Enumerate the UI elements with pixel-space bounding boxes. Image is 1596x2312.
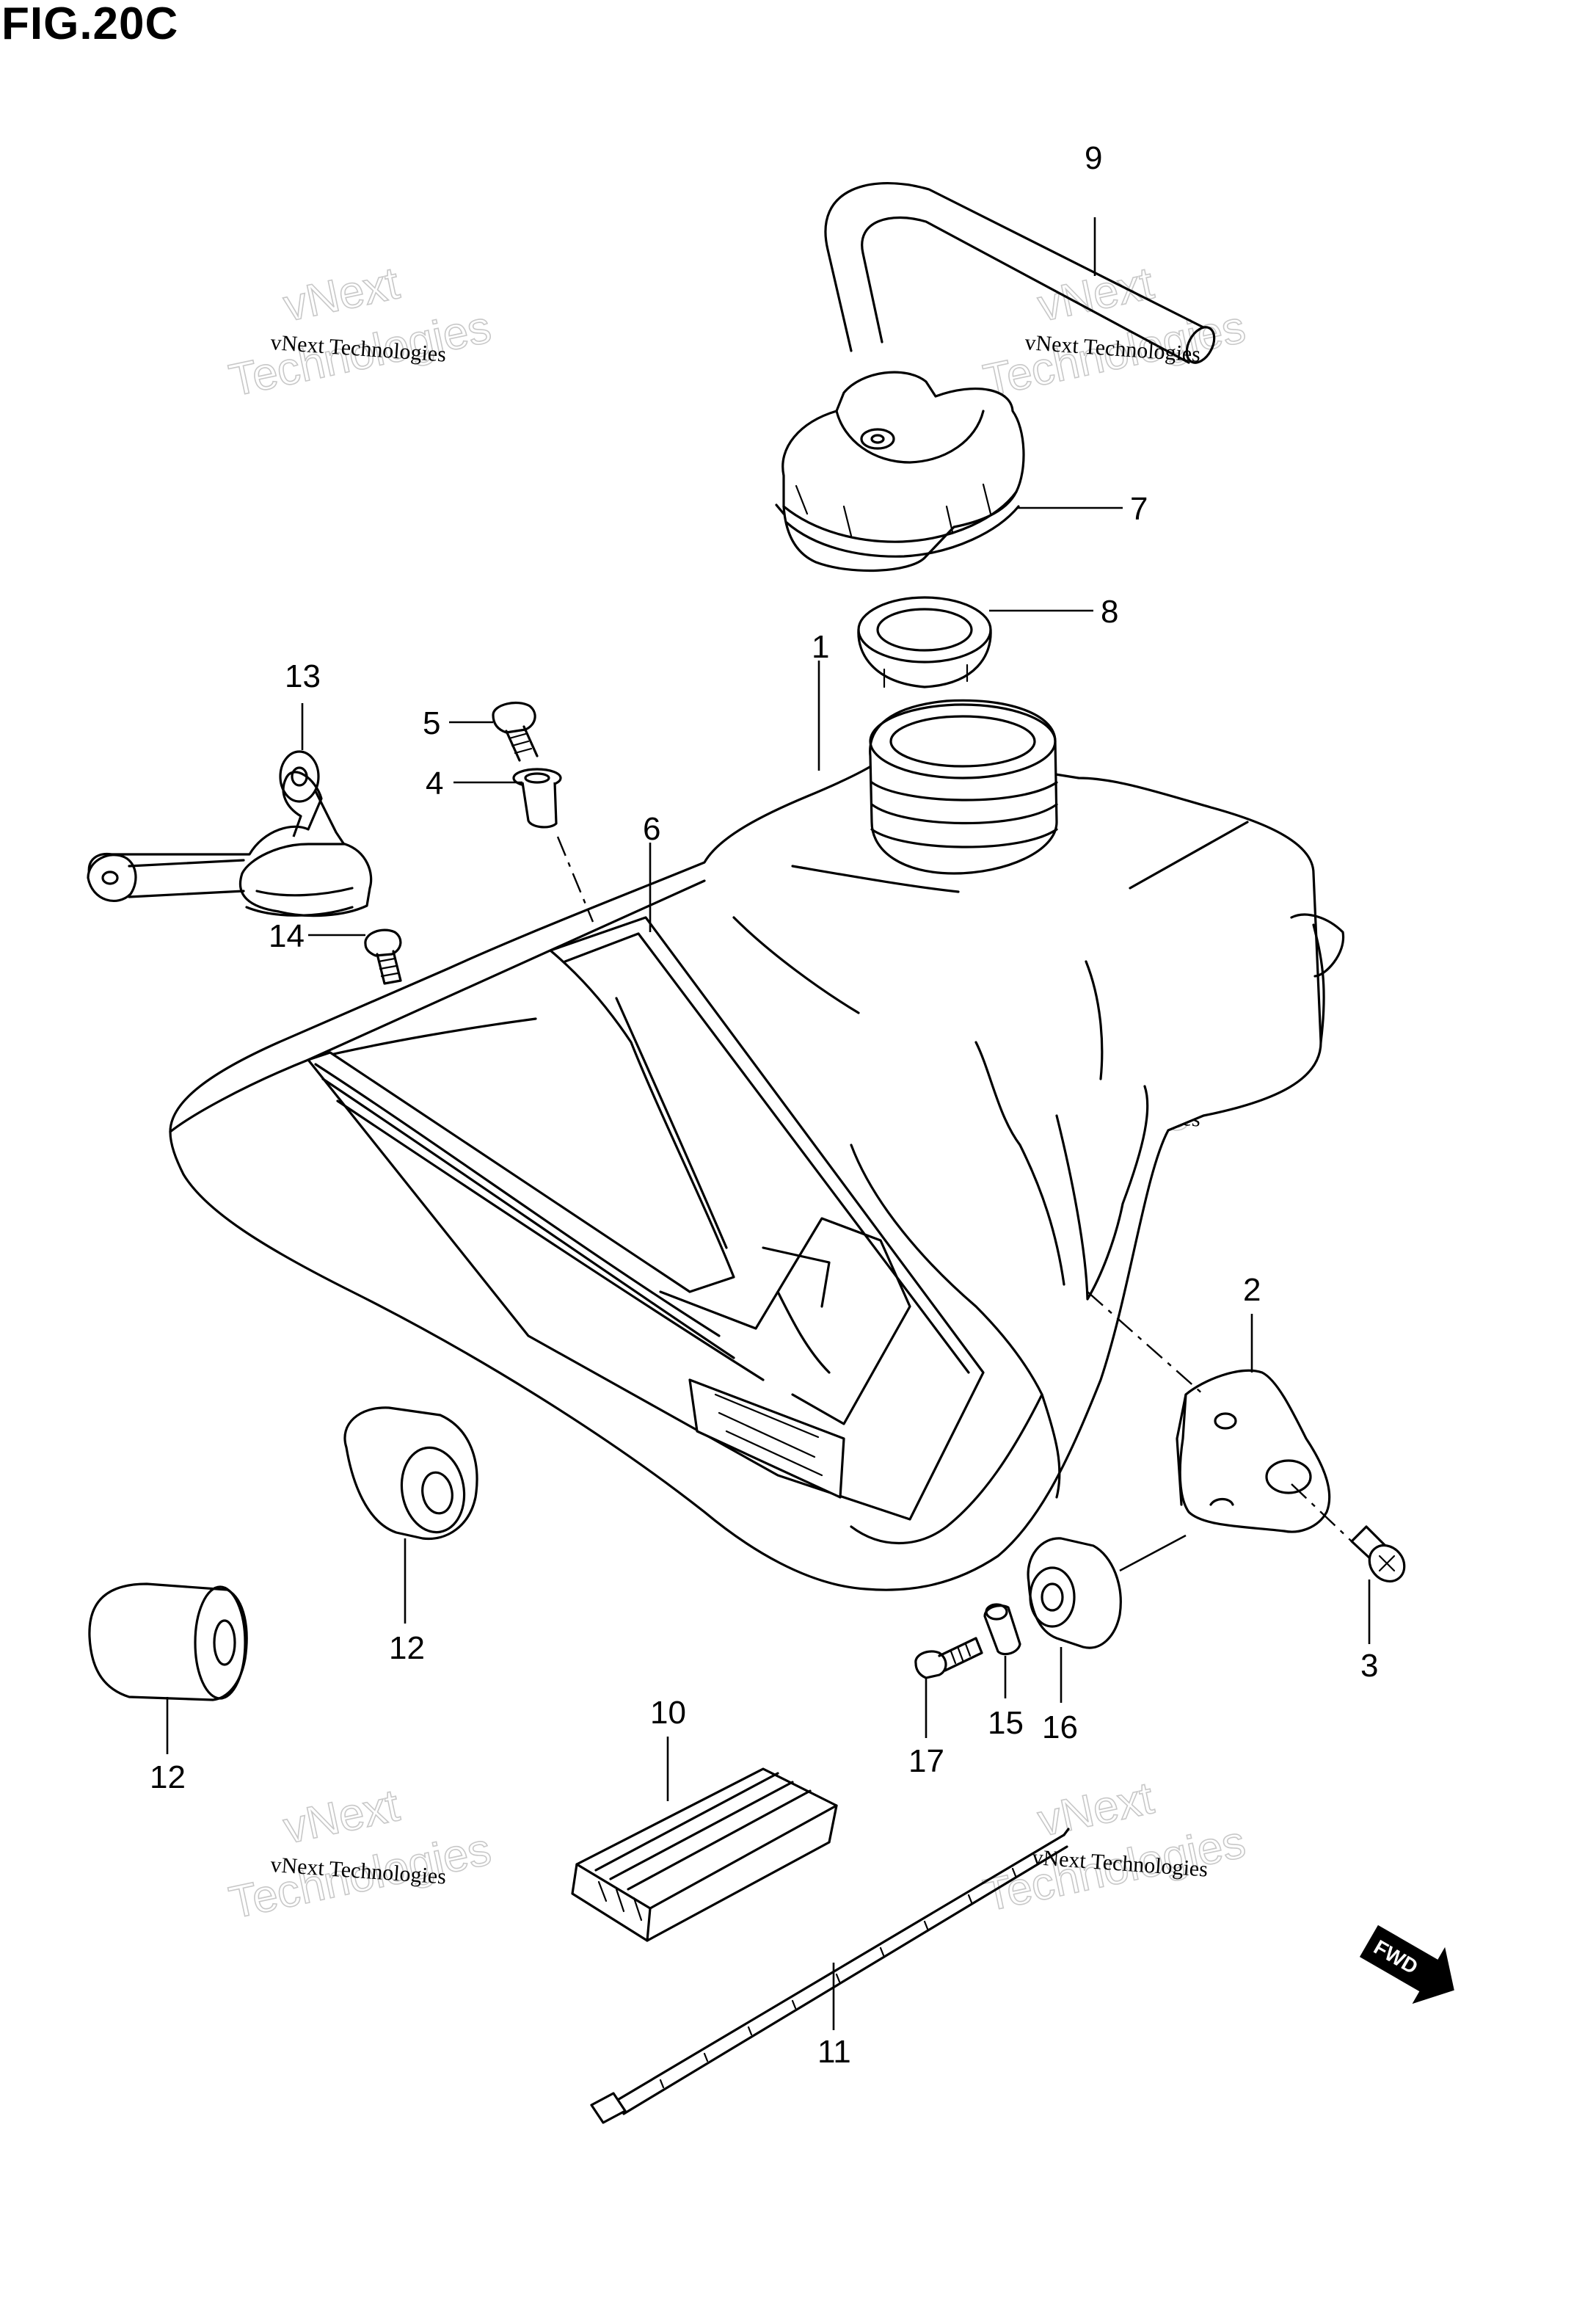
callout-1: 1 bbox=[812, 629, 829, 665]
callout-12-upper: 12 bbox=[389, 1630, 425, 1666]
callout-17: 17 bbox=[908, 1743, 944, 1779]
callout-5: 5 bbox=[423, 705, 440, 741]
part-17-bolt bbox=[914, 1637, 983, 1679]
part-3-bolt bbox=[1350, 1525, 1406, 1583]
forward-arrow-icon: FWD bbox=[1359, 1924, 1454, 2004]
damper-axis-line bbox=[1119, 1534, 1187, 1572]
watermark-large-vnext: vNext bbox=[1034, 1773, 1158, 1846]
part-16-damper bbox=[1027, 1537, 1122, 1649]
callout-3: 3 bbox=[1360, 1648, 1378, 1684]
watermark-top-right: vNext Technologies vNext Technologies bbox=[979, 257, 1250, 407]
part-2-rear-bracket bbox=[1176, 1369, 1331, 1533]
part-4-collar bbox=[512, 768, 562, 829]
part-9-breather-hose bbox=[824, 181, 1216, 364]
part-14-screw bbox=[364, 928, 402, 985]
watermark-bottom-left: vNext Technologies vNext Technologies bbox=[225, 1779, 496, 1929]
part-12-cushion-upper bbox=[343, 1406, 478, 1541]
callout-4: 4 bbox=[426, 766, 443, 801]
part-5-screw bbox=[492, 701, 539, 762]
callout-10: 10 bbox=[650, 1695, 686, 1731]
figure-title: FIG.20C bbox=[1, 0, 179, 49]
part-11-cable-tie bbox=[590, 1828, 1070, 2124]
watermark-top-left: vNext Technologies vNext Technologies bbox=[225, 257, 496, 407]
leader-lines bbox=[166, 217, 1371, 2030]
callout-6: 6 bbox=[643, 811, 660, 847]
part-6-tank-emblem bbox=[307, 916, 985, 1521]
callout-11: 11 bbox=[817, 2034, 851, 2070]
part-8-cap-gasket bbox=[857, 596, 992, 688]
callout-13: 13 bbox=[285, 658, 321, 694]
callout-15: 15 bbox=[988, 1705, 1024, 1741]
part-10-pad bbox=[571, 1767, 838, 1942]
part-7-fuel-cap bbox=[775, 371, 1025, 572]
callout-12-lower: 12 bbox=[150, 1759, 186, 1795]
watermark-large-vnext: vNext bbox=[280, 1780, 404, 1853]
callout-numbers: 9 7 8 1 13 5 4 6 14 2 3 16 15 17 12 12 1… bbox=[150, 140, 1378, 2070]
callout-16: 16 bbox=[1042, 1709, 1078, 1745]
part-13-bracket bbox=[87, 750, 373, 917]
part-12-cushion-lower bbox=[88, 1582, 248, 1701]
part-15-collar bbox=[983, 1603, 1021, 1656]
assembly-dashed-lines bbox=[556, 836, 1352, 1542]
callout-8: 8 bbox=[1101, 594, 1118, 630]
callout-7: 7 bbox=[1130, 491, 1148, 527]
callout-14: 14 bbox=[269, 918, 305, 954]
callout-9: 9 bbox=[1085, 140, 1102, 176]
callout-2: 2 bbox=[1243, 1272, 1261, 1308]
watermark-bottom-right: vNext Technologies vNext Technologies bbox=[979, 1772, 1250, 1922]
watermark-large-vnext: vNext bbox=[280, 258, 404, 331]
